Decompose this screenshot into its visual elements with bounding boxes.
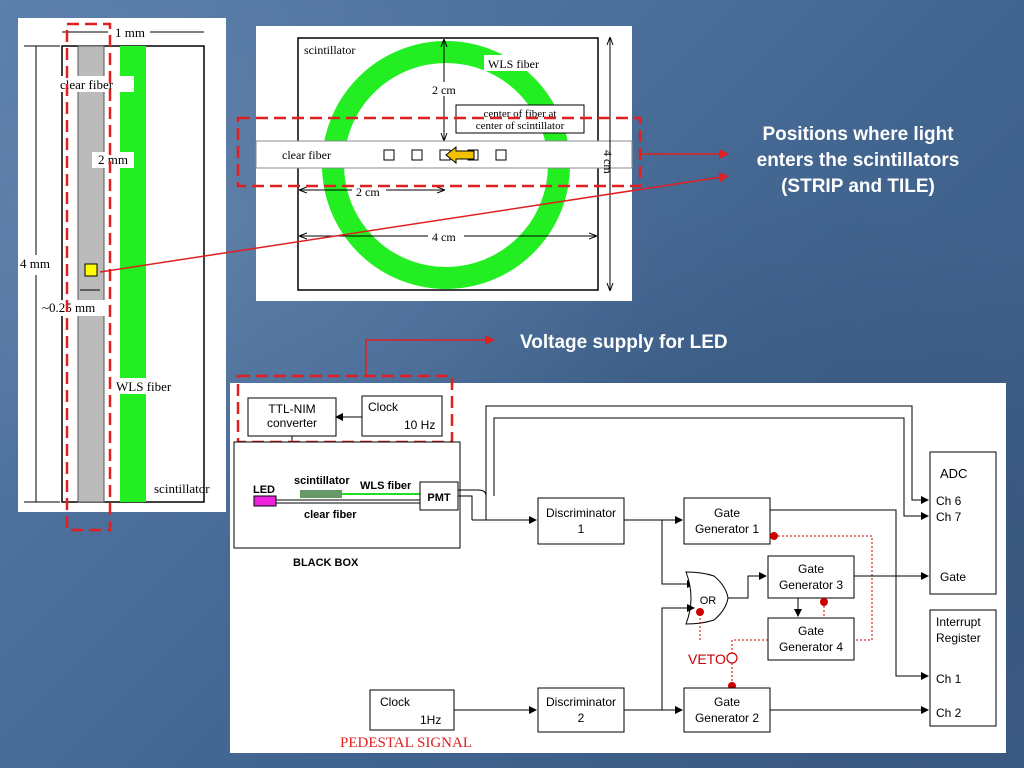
gg4-to-veto-dotted	[731, 639, 768, 656]
gate-generator-3-label-line2: Generator 3	[779, 578, 843, 592]
strip-length-label: 4 mm	[20, 256, 50, 271]
strip-width-label: 1 mm	[115, 25, 145, 40]
discriminator-2-label-line1: Discriminator	[546, 695, 616, 709]
tile-wls-label: WLS fiber	[488, 57, 539, 71]
tile-diameter-label: 2 cm	[432, 83, 456, 97]
discriminator-1-label-line1: Discriminator	[546, 506, 616, 520]
pmt-branch-line	[458, 495, 536, 521]
scintillator-block	[300, 490, 342, 498]
ttl-nim-label-line1: TTL-NIM	[268, 402, 315, 416]
gate-generator-1-label-line1: Gate	[714, 506, 740, 520]
strip-panel: 1 mm clear fiber 2 mm 4 mm ~0.25 mm WLS …	[18, 18, 226, 532]
tile-scint-label: scintillator	[304, 43, 355, 57]
positions-callout-line3: (STRIP and TILE)	[781, 176, 935, 197]
strip-clear-fiber-label: clear fiber	[60, 77, 114, 92]
led-element	[253, 495, 277, 507]
adc-ch7-label: Ch 7	[936, 510, 962, 524]
or-veto-dot	[696, 608, 704, 616]
gate-generator-3-box	[767, 555, 855, 599]
disc2-to-or-line	[661, 604, 695, 710]
discriminator-1-box	[537, 497, 625, 545]
strip-gap-label: 2 mm	[98, 152, 128, 167]
gate-generator-1-label-line2: Generator 1	[695, 522, 759, 536]
pedestal-signal-label: PEDESTAL SIGNAL	[340, 735, 472, 751]
positions-callout-line1: Positions where light	[762, 124, 954, 145]
gate-generator-4-box	[767, 617, 855, 661]
clock-1hz-label-line1: Clock	[380, 695, 411, 709]
clock-10hz-label-line1: Clock	[368, 400, 399, 414]
gate-generator-2-box	[683, 687, 771, 733]
strip-clear-fiber-label-bg	[58, 76, 134, 92]
tile-offset-label-bg	[352, 184, 386, 198]
or-gate-label: OR	[700, 595, 717, 607]
clear-fiber-label: clear fiber	[304, 509, 357, 521]
pmt-to-ch6-line	[485, 405, 929, 504]
ttl-nim-label-line2: converter	[267, 416, 317, 430]
gg1-to-ch1-line	[770, 509, 929, 680]
pmt-to-ch7-line	[493, 417, 929, 520]
clock-1hz-box	[369, 689, 455, 731]
discriminator-2-label-line2: 2	[578, 711, 585, 725]
interrupt-register-label-line2: Register	[936, 631, 981, 645]
voltage-callout-arrow	[365, 335, 495, 376]
clock-1hz-label-line2: 1Hz	[420, 713, 441, 727]
interrupt-register-label-line1: Interrupt	[936, 615, 981, 629]
interrupt-ch1-label: Ch 1	[936, 672, 962, 686]
gate-generator-4-label-line1: Gate	[798, 624, 824, 638]
strip-light-spot	[84, 263, 98, 277]
pmt-label: PMT	[427, 492, 451, 504]
veto-label: VETO	[688, 651, 726, 667]
disc1-to-or-line	[661, 520, 695, 588]
tile-clear-fiber-label: clear fiber	[282, 148, 331, 162]
clock-10hz-box	[361, 395, 443, 437]
discriminator-1-label-line2: 1	[578, 522, 585, 536]
tile-position-square-2	[411, 149, 423, 161]
or-to-gg3-line	[728, 572, 767, 599]
gg1-veto-dot	[770, 532, 778, 540]
tile-height-label: 4 cm	[601, 150, 615, 174]
adc-label: ADC	[940, 466, 967, 481]
clock-10hz-label-line2: 10 Hz	[404, 418, 435, 432]
tile-center-note-line2: center of scintillator	[476, 120, 565, 132]
tile-offset-label: 2 cm	[356, 185, 380, 199]
strip-spot-label: ~0.25 mm	[42, 300, 95, 315]
voltage-callout: Voltage supply for LED	[520, 332, 728, 353]
strip-wls-label-bg	[114, 378, 184, 394]
tile-diameter-label-bg	[428, 82, 462, 96]
interrupt-register-box	[929, 609, 997, 727]
strip-spot-label-bg	[40, 300, 108, 316]
tile-width-label: 4 cm	[432, 230, 456, 244]
gg1-to-gg4-veto-dotted	[774, 535, 873, 641]
tile-wls-label-bg	[484, 55, 550, 71]
strip-scint-label: scintillator	[154, 481, 210, 496]
gate-generator-2-label-line1: Gate	[714, 695, 740, 709]
veto-node	[726, 652, 738, 664]
strip-wls-fiber	[120, 46, 146, 502]
adc-box	[929, 451, 997, 595]
black-box-label: BLACK BOX	[293, 557, 359, 569]
gate-generator-1-box	[683, 497, 771, 545]
tile-position-square-5	[495, 149, 507, 161]
circuit-panel: TTL-NIM converter Clock 10 Hz LED scinti…	[230, 374, 1006, 753]
interrupt-ch2-label: Ch 2	[936, 706, 962, 720]
strip-callout-arrow	[99, 172, 729, 273]
adc-ch6-label: Ch 6	[936, 494, 962, 508]
wls-fiber-label: WLS fiber	[360, 480, 412, 492]
tile-highlight-box	[236, 116, 642, 188]
adc-gate-label: Gate	[940, 570, 966, 584]
gate-generator-4-label-line2: Generator 4	[779, 640, 843, 654]
gate-generator-2-label-line2: Generator 2	[695, 711, 759, 725]
tile-position-square-1	[383, 149, 395, 161]
positions-callout-line2: enters the scintillators	[757, 150, 960, 171]
strip-gap-label-bg	[92, 152, 134, 168]
led-label: LED	[253, 484, 275, 496]
strip-wls-label: WLS fiber	[116, 379, 172, 394]
gate-generator-3-label-line1: Gate	[798, 562, 824, 576]
scintillator-label: scintillator	[294, 475, 350, 487]
strip-highlight-box	[65, 22, 112, 532]
tile-width-label-bg	[428, 229, 464, 243]
tile-light-arrow	[445, 145, 475, 165]
tile-panel: scintillator WLS fiber 2 cm center of fi…	[236, 26, 642, 301]
